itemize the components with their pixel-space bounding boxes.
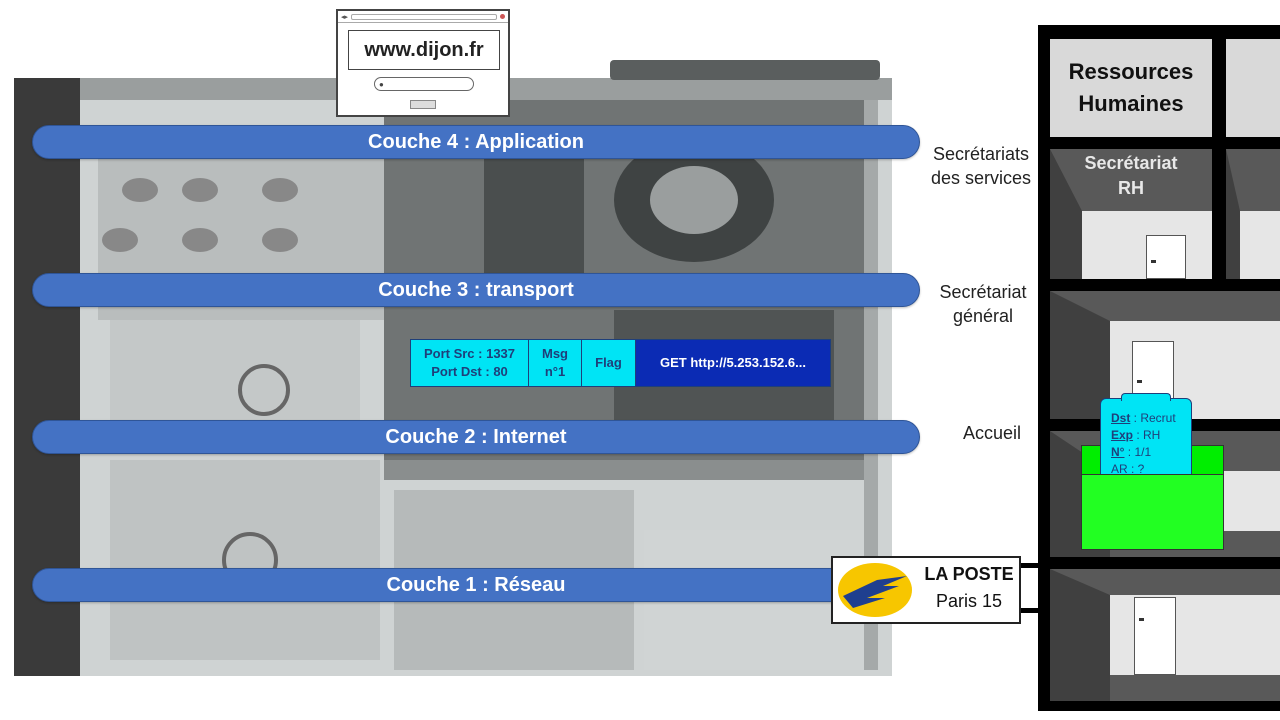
browser-toolbar: ◂▸ — [338, 11, 508, 23]
label-line: général — [952, 306, 1014, 326]
layer-1-bar: Couche 1 : Réseau — [32, 568, 920, 602]
connector-wire — [1018, 608, 1046, 613]
dst-key: Dst — [1111, 411, 1131, 425]
num-value: : 1/1 — [1124, 445, 1152, 459]
msg-number: n°1 — [544, 364, 566, 379]
exp-key: Exp — [1111, 428, 1134, 442]
window-controls — [500, 14, 505, 19]
laposte-city: Paris 15 — [935, 591, 1003, 611]
browser-window: ◂▸ www.dijon.fr ● — [336, 9, 510, 117]
secretariat-rh-room: Secrétariat RH — [1050, 149, 1212, 279]
title-line: RH — [1118, 178, 1144, 198]
search-input[interactable]: ● — [374, 77, 474, 91]
site-title: www.dijon.fr — [348, 30, 500, 70]
laposte-name: LA POSTE — [924, 564, 1014, 584]
payload-field: GET http://5.253.152.6... — [636, 340, 830, 386]
label-secretariats-services: Secrétariats des services — [926, 142, 1036, 190]
layer-3-bar: Couche 3 : transport — [32, 273, 920, 307]
back-arrow-icon[interactable]: ◂▸ — [341, 13, 349, 21]
ports-field: Port Src : 1337 Port Dst : 80 — [411, 340, 529, 386]
layer-2-bar: Couche 2 : Internet — [32, 420, 920, 454]
neighbour-room — [1226, 149, 1280, 279]
layer-4-bar: Couche 4 : Application — [32, 125, 920, 159]
title-line: Secrétariat — [1084, 153, 1178, 173]
port-dst: Port Dst : 80 — [431, 364, 508, 379]
letter-envelope: Dst : Recrut Exp : RH N° : 1/1 AR : ? — [1100, 393, 1192, 476]
connector-wire — [1018, 563, 1046, 568]
search-button[interactable] — [410, 100, 436, 109]
building-illustration: Ressources Humaines Secrétariat RH — [1038, 25, 1280, 711]
rh-office: Ressources Humaines — [1050, 39, 1212, 137]
rh-title-line: Humaines — [1078, 91, 1184, 116]
letter-number: N° : 1/1 — [1111, 444, 1191, 461]
label-accueil: Accueil — [962, 423, 1022, 443]
letter-exp: Exp : RH — [1111, 427, 1191, 444]
port-src: Port Src : 1337 — [423, 346, 516, 361]
flag-field: Flag — [582, 340, 636, 386]
close-window-icon[interactable] — [500, 14, 505, 19]
laposte-sign: LA POSTE Paris 15 — [831, 556, 1021, 624]
mailbox-front — [1081, 474, 1224, 550]
secretariat-rh-title: Secrétariat RH — [1050, 151, 1212, 201]
letter-ar: AR : ? — [1111, 462, 1145, 476]
rh-title-line: Ressources — [1068, 59, 1194, 84]
search-icon: ● — [379, 79, 384, 89]
exp-value: : RH — [1133, 428, 1161, 442]
msg-label: Msg — [542, 346, 568, 361]
message-number-field: Msg n°1 — [529, 340, 582, 386]
address-bar[interactable] — [351, 13, 497, 20]
laposte-logo-icon — [838, 563, 912, 617]
ground-floor-room — [1050, 569, 1280, 701]
label-line: des services — [930, 168, 1032, 188]
label-secretariat-general: Secrétariat général — [928, 280, 1038, 328]
door — [1146, 235, 1186, 279]
flag-label: Flag — [595, 355, 622, 370]
tcp-segment: Port Src : 1337 Port Dst : 80 Msg n°1 Fl… — [410, 339, 831, 387]
label-line: Secrétariats — [932, 144, 1030, 164]
neighbour-office — [1226, 39, 1280, 137]
payload-text: GET http://5.253.152.6... — [660, 355, 806, 370]
label-line: Secrétariat — [939, 282, 1027, 302]
num-key: N° — [1111, 445, 1125, 459]
door — [1134, 597, 1176, 675]
dst-value: : Recrut — [1130, 411, 1176, 425]
letter-dst: Dst : Recrut — [1111, 410, 1191, 427]
